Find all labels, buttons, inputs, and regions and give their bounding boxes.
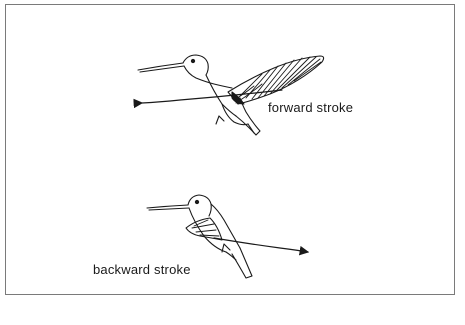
hummingbird-forward-stroke-icon: [138, 55, 324, 135]
forward-stroke-label: forward stroke: [268, 100, 353, 115]
backward-stroke-label: backward stroke: [93, 262, 191, 277]
